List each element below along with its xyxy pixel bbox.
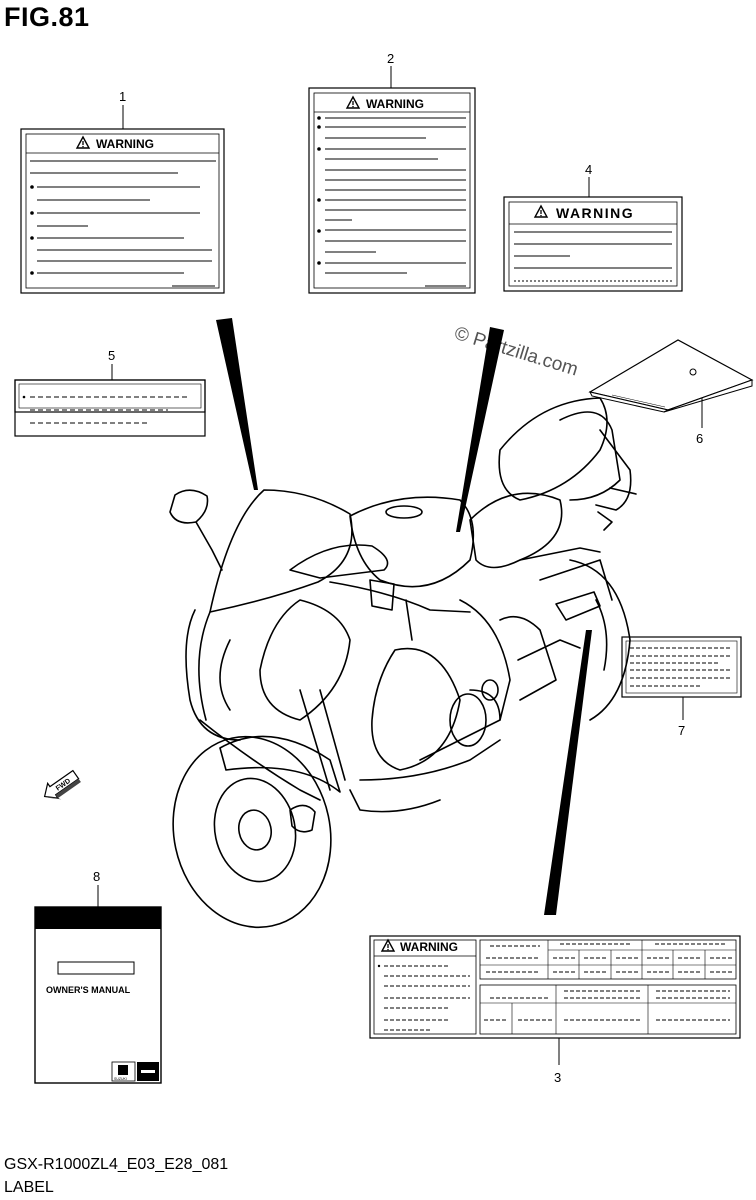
suzuki-logo-icon: [118, 1065, 128, 1075]
label-2-warning-text: WARNING: [366, 97, 424, 111]
label-5-sticker[interactable]: [14, 379, 206, 424]
brand-mark-text: SUZUKI: [114, 1077, 127, 1081]
label-7-sticker[interactable]: [621, 636, 742, 698]
figure-code: GSX-R1000ZL4_E03_E28_081: [4, 1156, 229, 1173]
pointer-wedges: [216, 318, 592, 915]
label-1-warning-sticker[interactable]: WARNING: [20, 128, 225, 294]
figure-title: FIG.81: [4, 2, 90, 32]
manual-title-text: OWNER'S MANUAL: [46, 985, 131, 995]
callout-1: 1: [119, 89, 126, 104]
callout-4: 4: [585, 162, 592, 177]
label-4-warning-text: WARNING: [556, 205, 634, 221]
label-1-warning-text: WARNING: [96, 137, 154, 151]
label-3-tire-info-sticker[interactable]: WARNING: [369, 935, 741, 1039]
label-8-owners-manual[interactable]: OWNER'S MANUAL SUZUKI: [34, 906, 162, 1084]
callout-5: 5: [108, 348, 115, 363]
callout-3: 3: [554, 1070, 561, 1085]
label-4-warning-sticker[interactable]: WARNING: [503, 196, 683, 292]
fwd-arrow-icon: FWD: [43, 769, 81, 800]
label-3-warning-text: WARNING: [400, 940, 458, 954]
callout-2: 2: [387, 51, 394, 66]
callout-8: 8: [93, 869, 100, 884]
label-6-folded-sheet[interactable]: [588, 339, 754, 413]
figure-name: LABEL: [4, 1179, 54, 1196]
callout-7: 7: [678, 723, 685, 738]
motorcycle-drawing: [169, 397, 637, 929]
callout-6: 6: [696, 431, 703, 446]
label-2-warning-sticker[interactable]: WARNING: [308, 87, 476, 294]
